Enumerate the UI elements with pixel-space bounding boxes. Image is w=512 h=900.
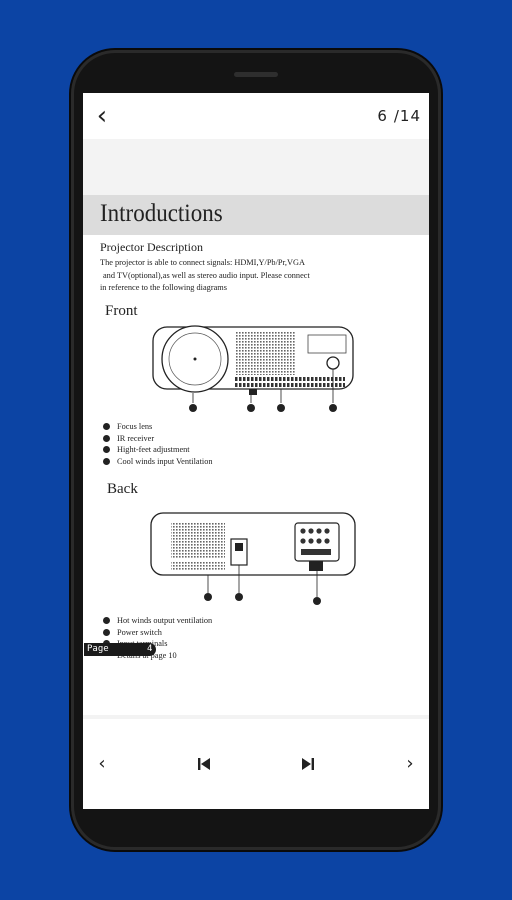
legend-item: IR receiver: [103, 433, 213, 445]
page-tag-label: Page: [87, 644, 109, 654]
front-vent-grid: [235, 331, 295, 375]
skip-next-icon[interactable]: [295, 751, 321, 777]
chevron-left-icon[interactable]: ‹: [96, 101, 108, 131]
bottom-nav: ‹ ›: [83, 739, 429, 789]
front-legend: Focus lens IR receiver Hight-feet adjust…: [103, 421, 213, 467]
page-heading: Introductions: [100, 200, 223, 227]
subheading: Projector Description: [100, 240, 203, 254]
screen: ‹ 6/14 Introductions Projector Descripti…: [83, 93, 429, 809]
legend-item: Cool winds input Ventilation: [103, 456, 213, 468]
front-diagram: [152, 325, 354, 412]
description: The projector is able to connect signals…: [100, 257, 350, 295]
phone-frame: ‹ 6/14 Introductions Projector Descripti…: [71, 50, 441, 850]
back-label: Back: [107, 481, 138, 497]
legend-item: Hot winds output ventilation: [103, 615, 212, 627]
back-callouts: [204, 593, 321, 605]
page-counter: 6/14: [377, 107, 421, 125]
legend-item: Focus lens: [103, 421, 213, 433]
ir-receiver: [326, 356, 340, 370]
chevron-left-icon[interactable]: ‹: [98, 753, 106, 774]
description-line: and TV(optional),as well as stereo audio…: [103, 270, 310, 280]
front-callouts: [189, 404, 337, 412]
phone-speaker: [234, 72, 278, 77]
legend-item: Power switch: [103, 627, 212, 639]
total-pages: /14: [393, 107, 421, 125]
current-page: 6: [377, 107, 388, 125]
front-label: Front: [105, 303, 138, 319]
page-tag-number: 4: [147, 644, 153, 654]
top-bar: ‹ 6/14: [83, 93, 429, 139]
page-tag: Page 4: [84, 643, 156, 656]
chevron-right-icon[interactable]: ›: [406, 753, 414, 774]
document-viewer[interactable]: Introductions Projector Description The …: [83, 139, 429, 719]
back-diagram: [150, 512, 356, 605]
description-line: The projector is able to connect signals…: [100, 258, 305, 267]
description-line: in reference to the following diagrams: [100, 283, 227, 292]
skip-previous-icon[interactable]: [191, 751, 217, 777]
heading-band: [83, 195, 429, 235]
power-switch: [230, 538, 248, 566]
document-page: Introductions Projector Description The …: [83, 195, 429, 715]
legend-item: Hight-feet adjustment: [103, 444, 213, 456]
